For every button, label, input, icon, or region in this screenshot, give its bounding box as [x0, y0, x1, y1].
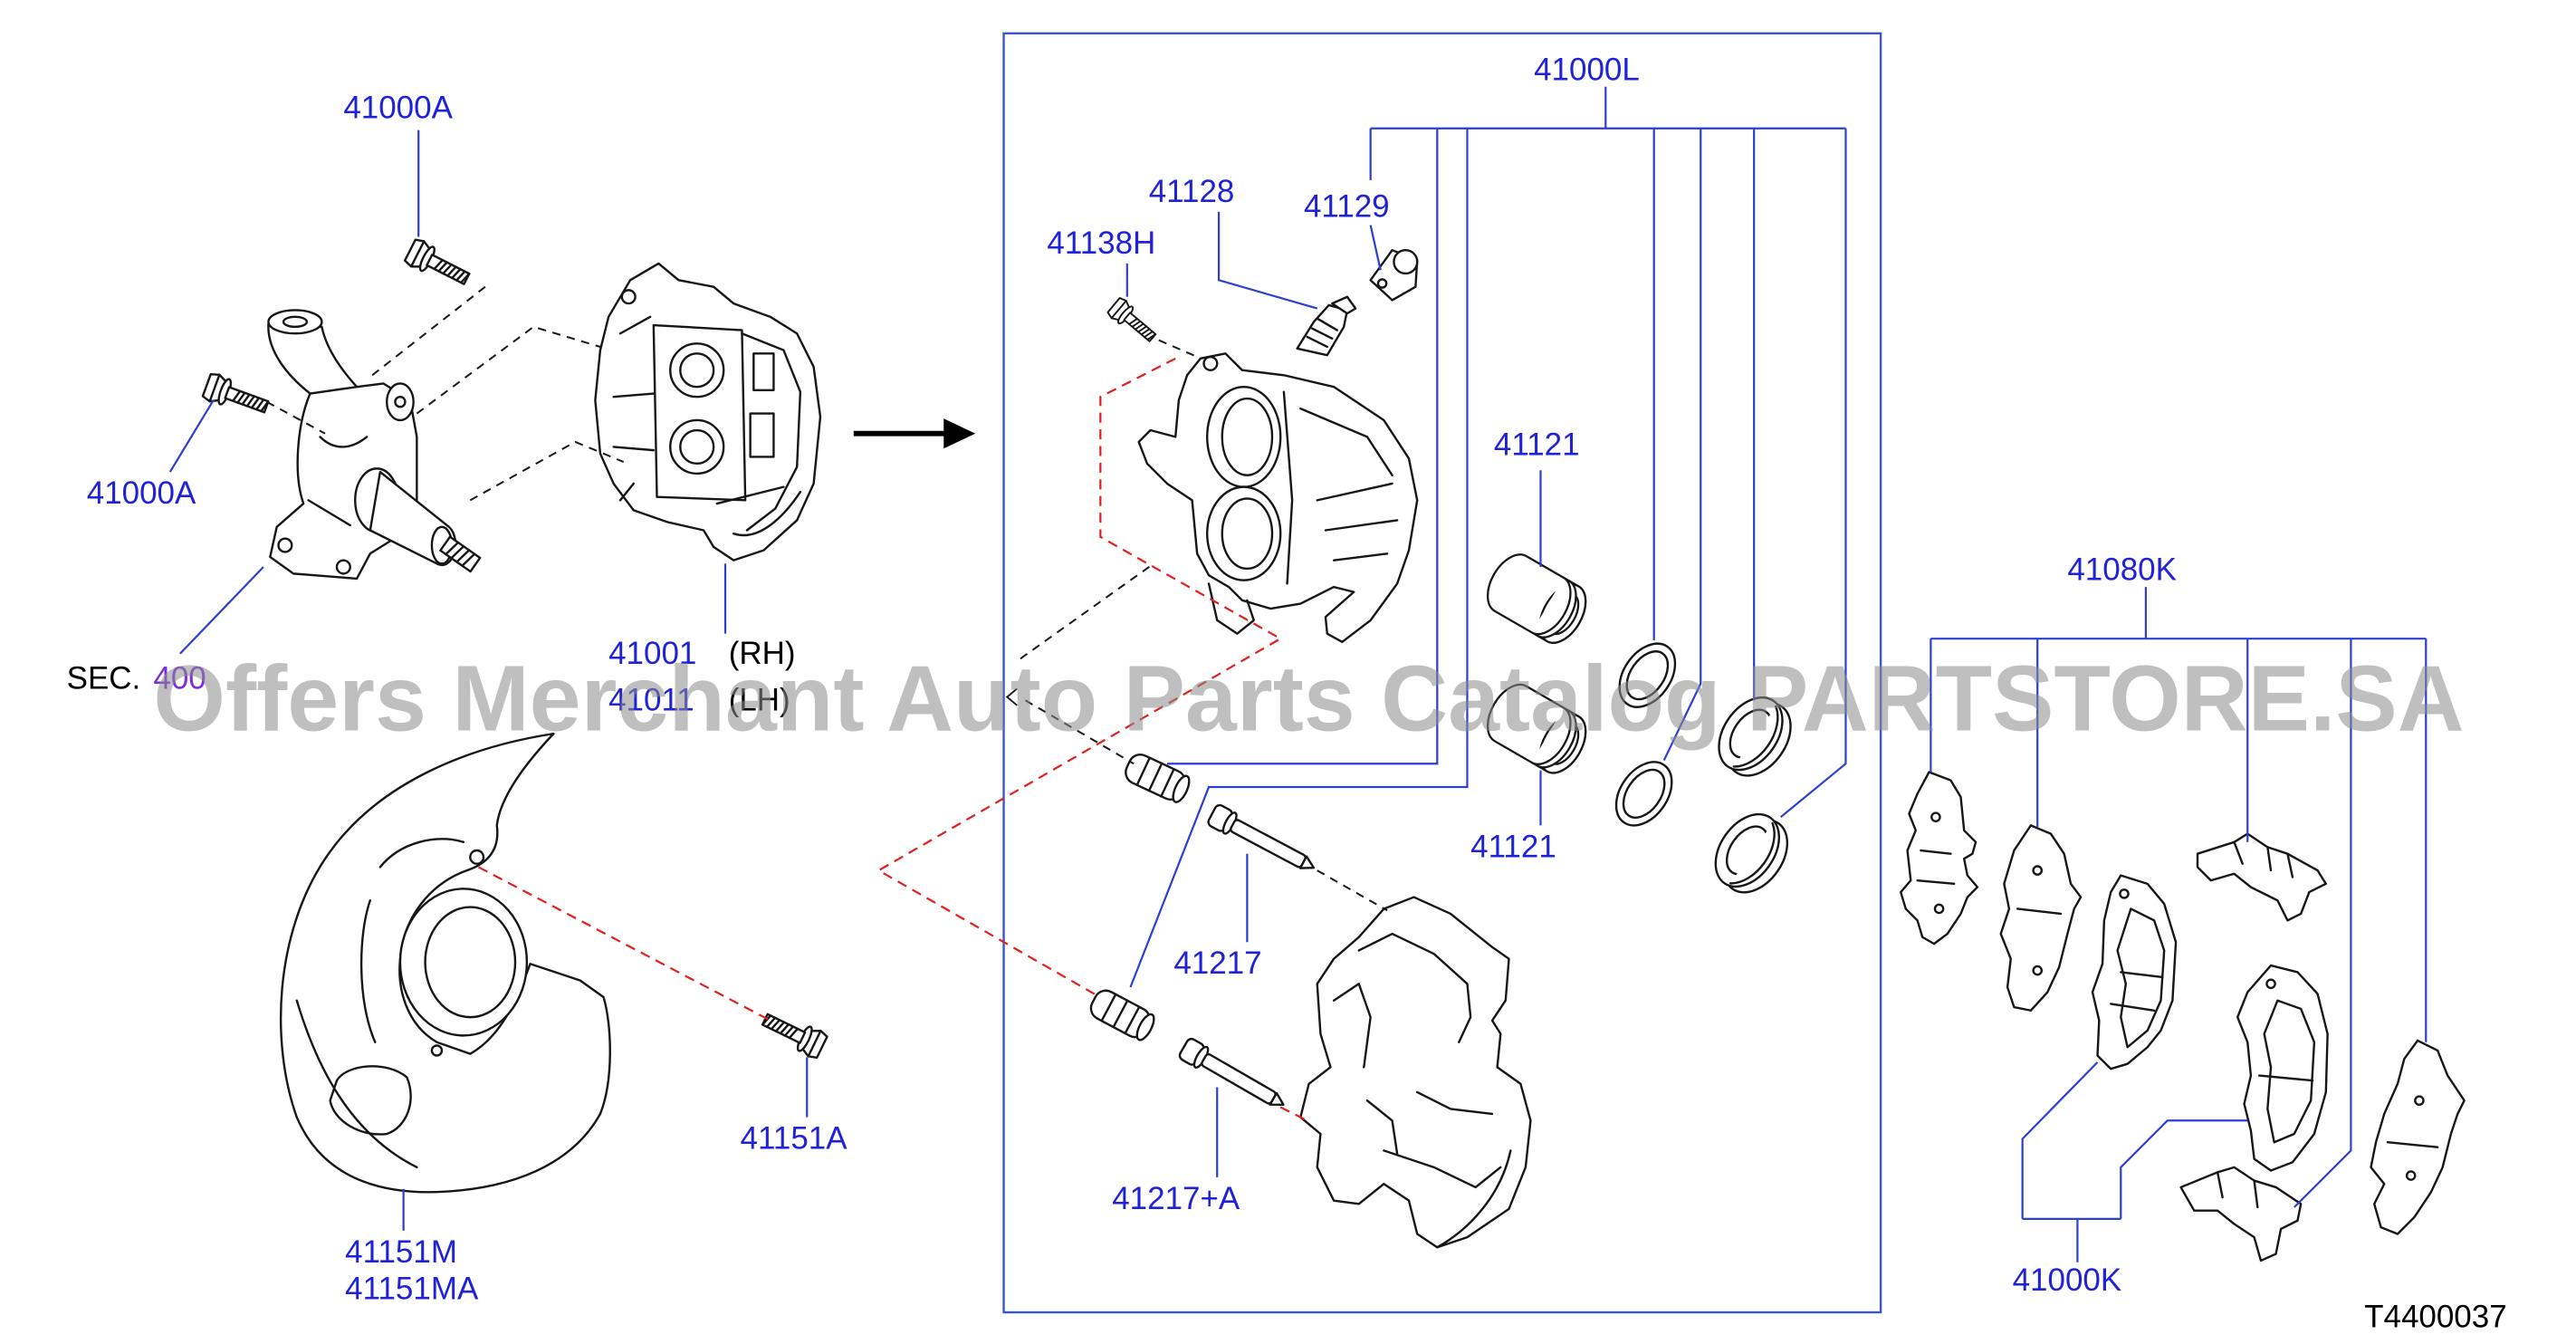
leader-section — [179, 566, 264, 655]
leader-41128 — [1217, 211, 1318, 310]
section-number[interactable]: 400 — [153, 660, 206, 696]
callout-41128[interactable]: 41128 — [1149, 174, 1235, 209]
piston-boot-lower — [1701, 801, 1802, 906]
side-lh: (LH) — [729, 682, 790, 717]
knuckle-bolt-top — [402, 236, 474, 293]
assembly-lines-left — [266, 285, 771, 1022]
callout-41121-upper[interactable]: 41121 — [1494, 427, 1580, 463]
callout-41129[interactable]: 41129 — [1304, 188, 1390, 224]
pad-shim-inner-left — [1999, 824, 2083, 1012]
caliper-assembly — [594, 262, 822, 562]
slide-pin-a — [1176, 1035, 1291, 1117]
callouts: 41000A 41000A SEC. 400 41001 (RH) 41011 … — [67, 52, 2507, 1334]
pad-retainer-clip-lower — [2179, 1166, 2303, 1262]
callout-41000l[interactable]: 41000L — [1534, 52, 1640, 87]
pin-boot-upper — [1120, 749, 1194, 807]
watermark: Offers Merchant Auto Parts Catalog PARTS… — [153, 646, 2464, 750]
leader-41129 — [1369, 225, 1382, 271]
steering-knuckle — [267, 309, 482, 581]
leader-41000a-left — [168, 399, 215, 473]
callout-41000a-top[interactable]: 41000A — [343, 91, 453, 126]
piston-upper — [1477, 545, 1596, 652]
leader-lines — [168, 86, 2428, 1262]
seal-kit-frame — [1002, 32, 1882, 1314]
dust-shield — [279, 732, 611, 1194]
callout-41011[interactable]: 41011 — [608, 682, 694, 717]
callout-41217[interactable]: 41217 — [1173, 946, 1261, 981]
callout-41151ma[interactable]: 41151MA — [345, 1271, 479, 1306]
torque-member — [1299, 896, 1532, 1249]
callout-41151a[interactable]: 41151A — [741, 1121, 848, 1157]
assembly-lines-center — [876, 339, 1388, 1122]
caliper-body — [1137, 352, 1419, 644]
knuckle-bolt-left — [200, 370, 273, 422]
piston-seal-lower — [1604, 750, 1685, 838]
section-prefix: SEC. — [67, 660, 141, 696]
pad-shim-outer-right — [2370, 1039, 2466, 1235]
leader-41080k-bracket — [1930, 587, 2428, 1208]
pad-retainer-clip-upper — [2196, 832, 2327, 922]
callout-41000k[interactable]: 41000K — [2013, 1262, 2122, 1298]
callout-41151m[interactable]: 41151M — [345, 1234, 457, 1270]
callout-41138h[interactable]: 41138H — [1047, 226, 1155, 261]
shield-bolt — [757, 1005, 829, 1061]
bleeder-cap — [1369, 248, 1419, 302]
bleeder-screw — [1296, 295, 1357, 357]
callout-41080k[interactable]: 41080K — [2067, 552, 2177, 588]
brake-pad-inner — [2236, 964, 2329, 1172]
callout-41001[interactable]: 41001 — [608, 636, 696, 671]
slide-pin — [1205, 802, 1321, 879]
leader-41000l-bracket — [1129, 86, 1847, 988]
caliper-bolt — [1106, 295, 1161, 348]
diagram-code: T4400037 — [2364, 1300, 2507, 1335]
direction-arrow — [853, 418, 976, 449]
pin-boot-lower — [1086, 985, 1159, 1044]
pad-shim-outer-left — [1900, 771, 1979, 946]
side-rh: (RH) — [729, 636, 796, 671]
brake-pad-outer — [2091, 874, 2178, 1070]
callout-41121-lower[interactable]: 41121 — [1470, 829, 1556, 864]
callout-41217a[interactable]: 41217+A — [1112, 1181, 1240, 1216]
callout-41000a-left[interactable]: 41000A — [87, 475, 196, 511]
leader-41000k-bracket — [2021, 1061, 2248, 1262]
